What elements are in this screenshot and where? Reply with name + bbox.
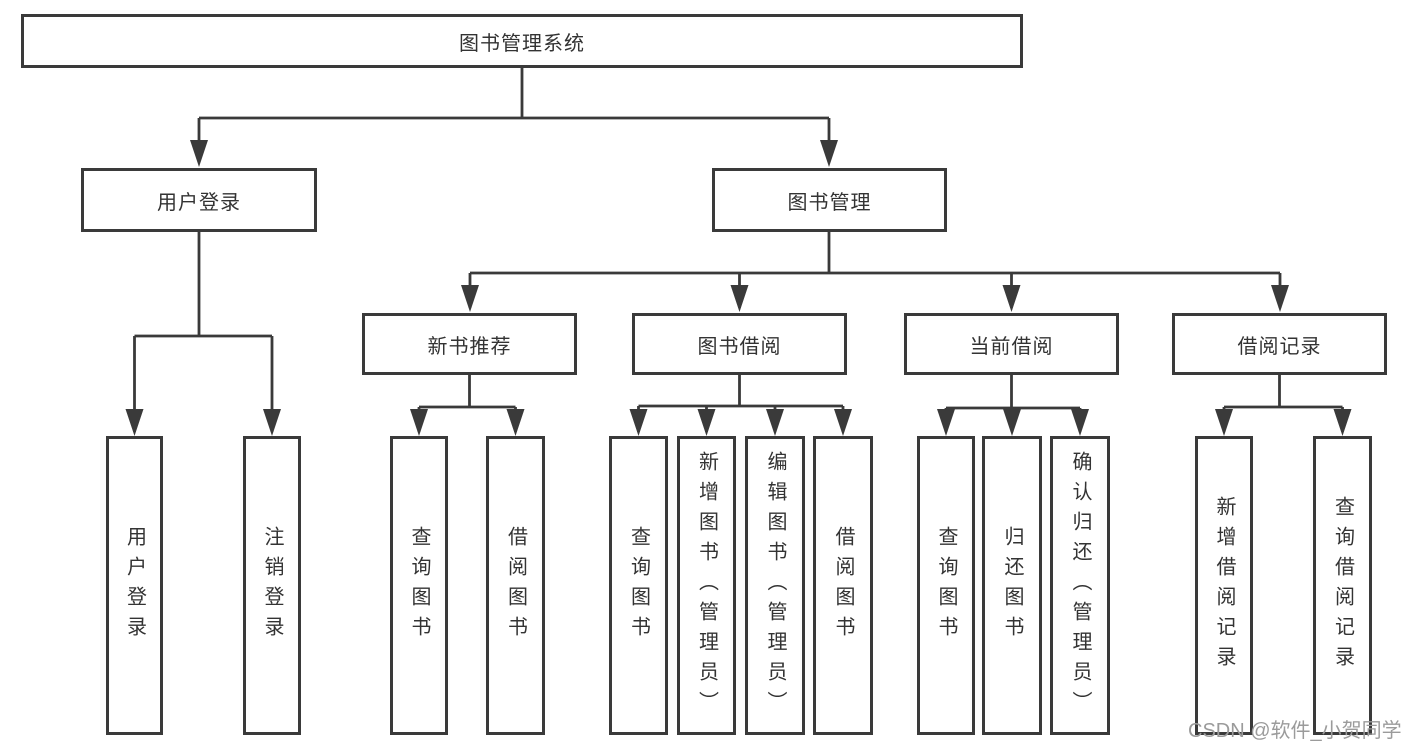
arrow-icon (697, 409, 716, 436)
node-leaf-return-book: 归还图书 (982, 436, 1042, 735)
connector-new-book-recommend-children (417, 375, 517, 432)
node-current-borrowing: 当前借阅 (904, 313, 1119, 375)
arrow-icon (190, 140, 208, 167)
node-leaf-query-books-recommend: 查询图书 (390, 436, 448, 735)
node-new-book-recommend: 新书推荐 (362, 313, 577, 375)
node-leaf-return-book-label: 归还图书 (1001, 525, 1023, 646)
node-leaf-logout-label: 注销登录 (261, 525, 283, 646)
arrow-icon (1003, 409, 1021, 436)
node-leaf-edit-book-admin: 编辑图书（管理员） (745, 436, 805, 735)
arrow-icon (1271, 285, 1289, 312)
node-leaf-query-books-current-label: 查询图书 (935, 525, 957, 646)
node-current-borrowing-label: 当前借阅 (969, 335, 1054, 358)
node-new-book-recommend-label: 新书推荐 (427, 335, 512, 358)
node-book-borrowing-label: 图书借阅 (697, 335, 782, 358)
arrow-icon (263, 409, 281, 436)
arrow-icon (820, 140, 838, 167)
node-leaf-add-borrow-record: 新增借阅记录 (1195, 436, 1253, 735)
connector-root-to-level2 (197, 68, 831, 162)
node-leaf-borrow-books-recommend: 借阅图书 (486, 436, 545, 735)
node-leaf-query-books-recommend-label: 查询图书 (408, 525, 430, 646)
node-book-management-label: 图书管理 (787, 191, 872, 214)
node-borrowing-records-label: 借阅记录 (1237, 335, 1322, 358)
arrow-icon (1215, 409, 1233, 436)
arrowheads (125, 140, 1352, 436)
node-user-login-label: 用户登录 (157, 191, 241, 214)
node-leaf-add-book-admin: 新增图书（管理员） (677, 436, 736, 735)
connector-user-login-children (133, 232, 274, 432)
node-leaf-borrow-books-borrowing-label: 借阅图书 (832, 525, 854, 646)
arrow-icon (766, 409, 784, 436)
arrow-icon (730, 285, 749, 312)
arrow-icon (1333, 409, 1352, 436)
watermark: CSDN @软件_小贺同学 (1188, 720, 1402, 742)
node-leaf-confirm-return-admin-label: 确认归还（管理员） (1069, 450, 1091, 721)
node-borrowing-records: 借阅记录 (1172, 313, 1387, 375)
arrow-icon (410, 409, 428, 436)
node-leaf-query-books-borrowing: 查询图书 (609, 436, 668, 735)
connector-book-management-children (468, 232, 1282, 308)
node-book-management: 图书管理 (712, 168, 947, 232)
node-leaf-edit-book-admin-label: 编辑图书（管理员） (764, 450, 786, 721)
node-leaf-add-borrow-record-label: 新增借阅记录 (1213, 495, 1235, 676)
node-root-label: 图书管理系统 (459, 32, 585, 55)
node-leaf-confirm-return-admin: 确认归还（管理员） (1050, 436, 1110, 735)
node-leaf-user-login: 用户登录 (106, 436, 163, 735)
connector-borrowing-records-children (1222, 375, 1344, 432)
arrow-icon (461, 285, 479, 312)
node-root: 图书管理系统 (21, 14, 1023, 68)
arrow-icon (506, 409, 525, 436)
arrow-icon (937, 409, 955, 436)
connector-book-borrowing-children (637, 375, 845, 432)
node-leaf-query-borrow-record: 查询借阅记录 (1313, 436, 1372, 735)
arrow-icon (1071, 409, 1089, 436)
node-user-login: 用户登录 (81, 168, 317, 232)
arrow-icon (125, 409, 144, 436)
node-leaf-logout: 注销登录 (243, 436, 301, 735)
arrow-icon (629, 409, 648, 436)
node-leaf-add-book-admin-label: 新增图书（管理员） (695, 450, 718, 721)
node-leaf-borrow-books-borrowing: 借阅图书 (813, 436, 873, 735)
node-leaf-user-login-label: 用户登录 (123, 525, 146, 646)
node-leaf-query-books-borrowing-label: 查询图书 (627, 525, 650, 646)
node-leaf-borrow-books-recommend-label: 借阅图书 (504, 525, 527, 646)
node-leaf-query-borrow-record-label: 查询借阅记录 (1331, 495, 1354, 676)
arrow-icon (834, 409, 852, 436)
arrow-icon (1002, 285, 1021, 312)
node-leaf-query-books-current: 查询图书 (917, 436, 975, 735)
node-book-borrowing: 图书借阅 (632, 313, 847, 375)
